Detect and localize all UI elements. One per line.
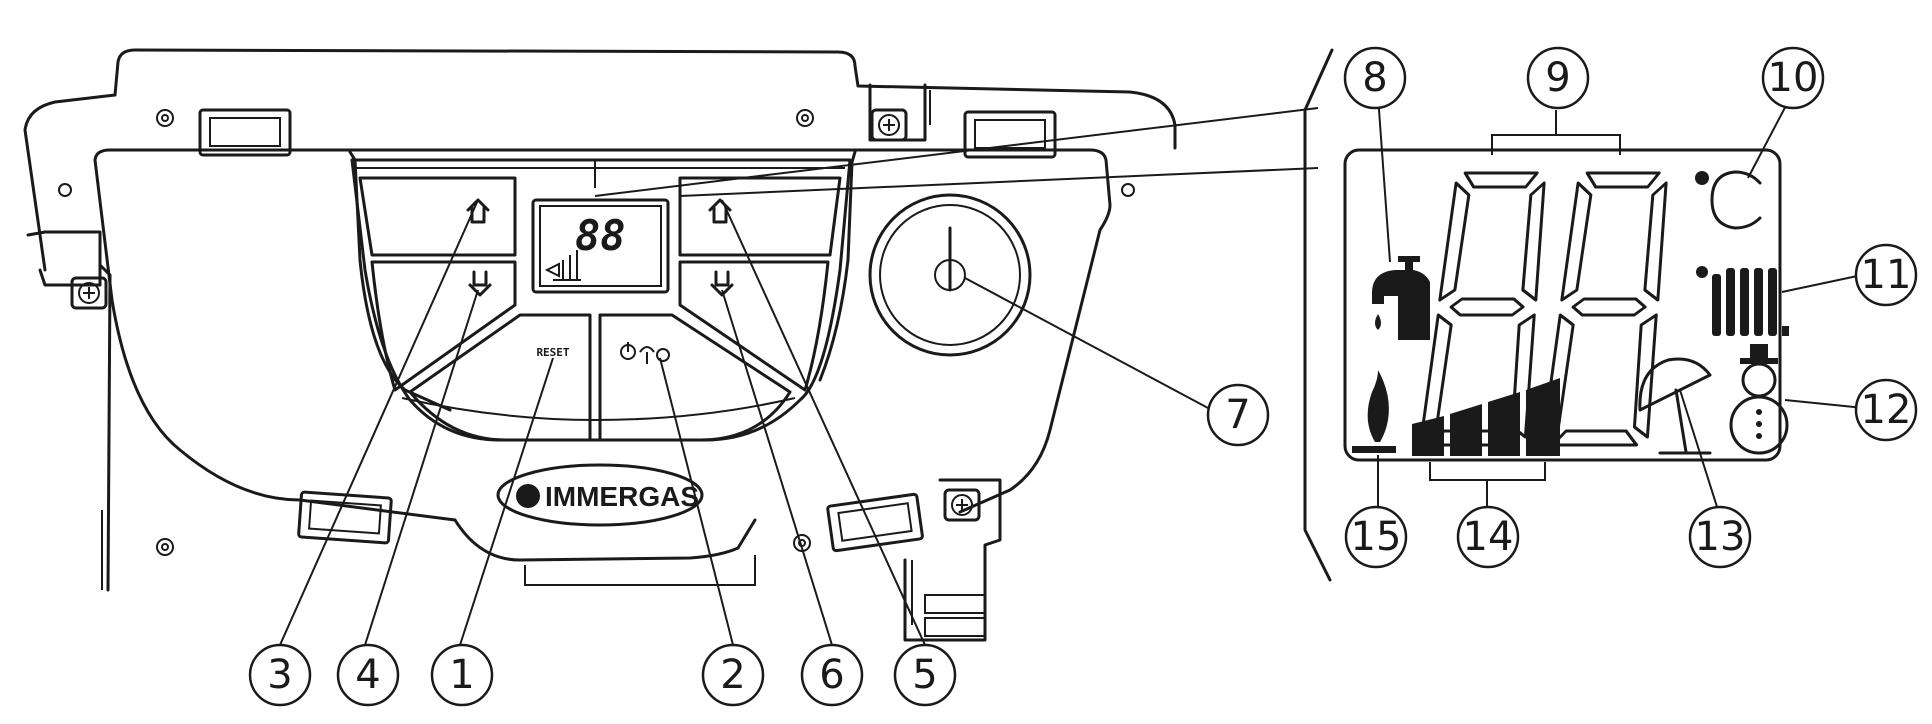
svg-text:13: 13 <box>1695 514 1746 560</box>
svg-text:15: 15 <box>1351 514 1402 560</box>
svg-text:1: 1 <box>449 652 474 698</box>
svg-text:11: 11 <box>1861 252 1912 298</box>
svg-text:8: 8 <box>1362 55 1387 101</box>
radiator-down-icon <box>710 270 734 297</box>
brand-badge <box>496 463 704 527</box>
summer-umbrella-icon <box>1638 357 1712 455</box>
callout-6: 6 <box>800 643 864 707</box>
callout-5: 5 <box>893 643 957 707</box>
callout-13: 13 <box>1688 505 1752 569</box>
svg-text:12: 12 <box>1861 387 1912 433</box>
power-mode-icon <box>620 342 670 364</box>
home-down-icon <box>468 270 492 297</box>
svg-text:7: 7 <box>1225 392 1250 438</box>
screw-holes <box>58 109 1135 556</box>
svg-text:4: 4 <box>355 652 380 698</box>
keypad: RESET 88 IMMERGAS <box>350 158 852 527</box>
dhw-down-button[interactable] <box>370 260 517 392</box>
mini-lcd-digits: 88 <box>575 211 626 260</box>
ch-up-button[interactable] <box>678 176 842 257</box>
callout-15: 15 <box>1344 505 1408 569</box>
callout-10: 10 <box>1761 46 1825 110</box>
hex-bolts <box>70 108 981 522</box>
home-up-icon <box>466 198 490 224</box>
svg-text:5: 5 <box>912 652 937 698</box>
radiator-icon <box>1696 266 1789 336</box>
svg-text:3: 3 <box>267 652 292 698</box>
callout-3: 3 <box>248 643 312 707</box>
callout-8: 8 <box>1343 46 1407 110</box>
ch-down-button[interactable] <box>678 260 830 392</box>
svg-text:10: 10 <box>1768 55 1819 101</box>
callouts: 1 2 3 4 5 6 7 8 9 10 11 12 13 14 15 <box>248 46 1918 707</box>
reset-label: RESET <box>536 346 569 359</box>
flame-power-bars <box>1412 378 1560 456</box>
callout-4: 4 <box>336 643 400 707</box>
callout-1: 1 <box>430 643 494 707</box>
lcd-frame <box>1343 148 1782 462</box>
brand-name: IMMERGAS <box>545 481 699 512</box>
boiler-housing <box>23 48 1177 642</box>
callout-9: 9 <box>1526 46 1590 110</box>
svg-text:9: 9 <box>1545 55 1570 101</box>
leader-lines <box>279 95 1865 646</box>
lcd-detail <box>594 48 1789 582</box>
svg-text:14: 14 <box>1463 514 1514 560</box>
mini-lcd <box>531 198 670 294</box>
svg-text:2: 2 <box>720 652 745 698</box>
dhw-up-button[interactable] <box>358 176 517 257</box>
callout-2: 2 <box>701 643 765 707</box>
callout-14: 14 <box>1456 505 1520 569</box>
celsius-icon <box>1695 170 1762 230</box>
callout-11: 11 <box>1854 243 1918 307</box>
pressure-gauge <box>868 193 1032 357</box>
hot-water-tap-icon <box>1372 256 1430 340</box>
radiator-up-icon <box>708 198 732 224</box>
callout-7: 7 <box>1206 383 1270 447</box>
callout-12: 12 <box>1854 378 1918 442</box>
winter-snowman-icon <box>1729 344 1789 455</box>
mode-button[interactable] <box>598 313 792 442</box>
svg-text:6: 6 <box>819 652 844 698</box>
flame-icon <box>1352 370 1396 453</box>
